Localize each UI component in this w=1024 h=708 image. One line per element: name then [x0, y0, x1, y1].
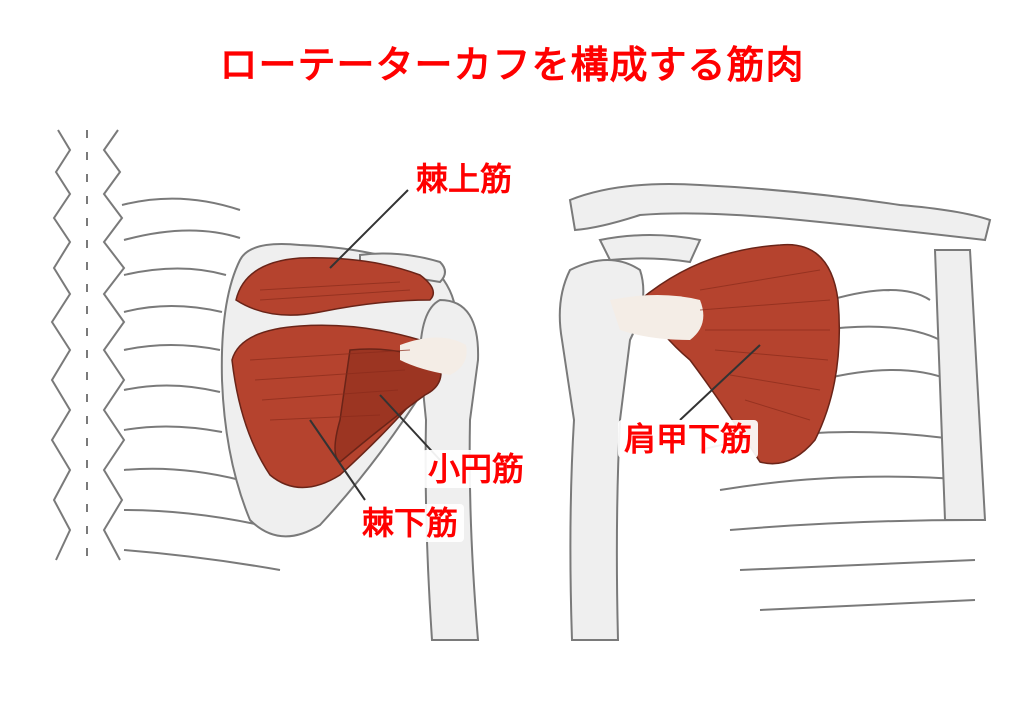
leader-lines: [309, 189, 761, 501]
leader-infraspinatus: [309, 419, 366, 501]
leader-subscapularis: [679, 344, 761, 421]
anterior-tendon: [610, 295, 704, 340]
supraspinatus-muscle: [235, 257, 435, 316]
leader-supraspinatus: [329, 189, 409, 269]
label-infraspinatus: 棘下筋: [356, 504, 465, 542]
posterior-muscles: [231, 257, 467, 489]
posterior-tendon: [400, 337, 467, 375]
diagram-title: ローテーターカフを構成する筋肉: [219, 43, 805, 87]
clavicle: [568, 183, 992, 242]
label-supraspinatus: 棘上筋: [410, 160, 519, 198]
humerus-anterior: [558, 259, 645, 641]
sternum: [933, 249, 987, 521]
label-subscapularis: 肩甲下筋: [618, 420, 759, 458]
posterior-ribs: [121, 197, 281, 571]
label-teres-minor: 小円筋: [422, 450, 531, 488]
leader-teres-minor: [379, 394, 441, 461]
anterior-muscles: [610, 243, 841, 465]
spine: [50, 129, 126, 570]
anterior-shoulder-view: [558, 183, 992, 641]
